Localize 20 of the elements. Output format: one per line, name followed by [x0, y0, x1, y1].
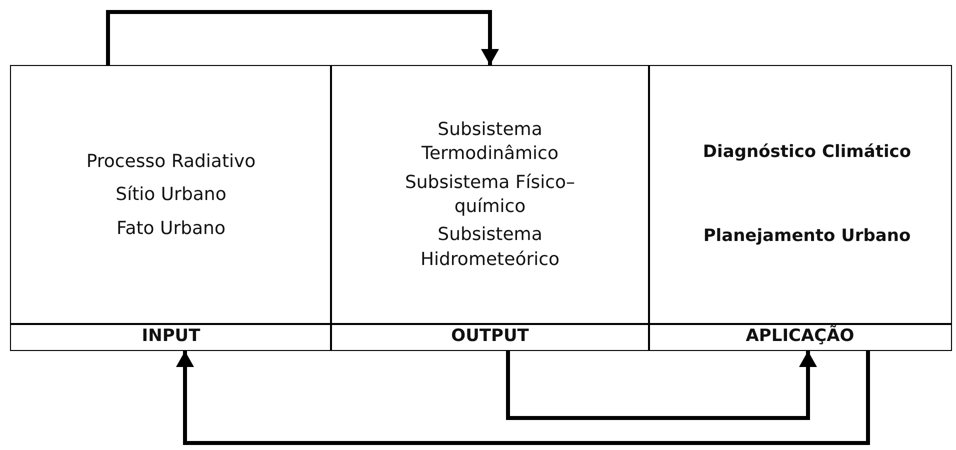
cell-text: Fato Urbano — [116, 216, 226, 241]
cell-text: Subsistema Físico–químico — [404, 170, 576, 219]
table-cell — [10, 323, 332, 351]
table-cell — [330, 323, 650, 351]
arrow — [506, 351, 817, 420]
table-cell — [330, 65, 650, 325]
cell-text: APLICAÇÃO — [746, 325, 854, 348]
table-cell — [648, 65, 952, 325]
cell-text: OUTPUT — [451, 325, 529, 348]
cell-text: Diagnóstico Climático — [702, 141, 912, 164]
arrow — [176, 351, 870, 445]
cell-text: Subsistema Hidrometeórico — [419, 223, 561, 272]
cell-text: Processo Radiativo — [86, 150, 256, 174]
table-cell — [10, 65, 332, 325]
arrow — [106, 10, 499, 65]
table-cell — [648, 323, 952, 351]
cell-text: Subsistema Termodinâmico — [420, 118, 560, 166]
cell-text: INPUT — [142, 325, 200, 348]
cell-text: Sítio Urbano — [116, 183, 226, 208]
cell-text: Planejamento Urbano — [703, 225, 911, 248]
